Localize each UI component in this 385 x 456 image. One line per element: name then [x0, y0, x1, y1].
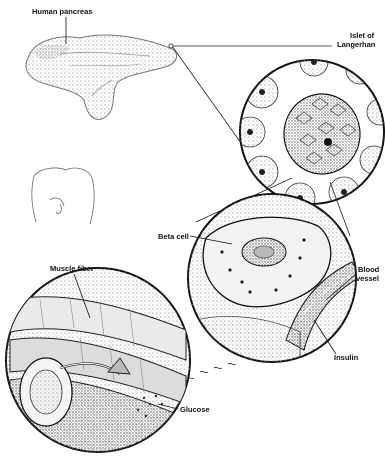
label-blood-vessel-line2: vessel: [356, 274, 379, 283]
label-beta-cell: Beta cell: [158, 232, 189, 241]
label-islet-line2: Langerhan: [337, 40, 376, 49]
beta-cell-magnified-view: [186, 192, 362, 370]
pancreas-illustration: [26, 35, 177, 119]
label-muscle-fiber: Muscle fiber: [50, 264, 94, 273]
label-glucose: Glucose: [180, 405, 210, 414]
label-blood-vessel-line1: Blood: [358, 265, 380, 274]
label-islet-line1: Islet of: [350, 31, 375, 40]
label-insulin: Insulin: [334, 353, 359, 362]
muscle-fiber-magnified-view: [6, 268, 190, 452]
islet-magnified-view: [235, 48, 385, 213]
label-human-pancreas: Human pancreas: [32, 7, 92, 16]
torso-outline: [32, 168, 94, 224]
